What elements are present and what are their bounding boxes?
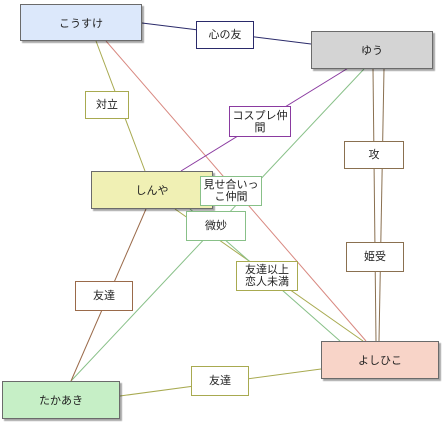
- node-label-shinya: しんや: [135, 184, 169, 197]
- relation-label-shinya-yoshihiko: 友達以上 恋人未満: [236, 261, 298, 291]
- relation-label-yoshihiko-shinya: 微妙: [186, 211, 246, 241]
- relation-label-kousuke-shinya: 対立: [85, 91, 129, 119]
- relation-label-shinya-takaaki: 友達: [75, 281, 133, 311]
- node-label-takaaki: たかあき: [39, 394, 83, 407]
- node-kousuke[interactable]: こうすけ: [20, 4, 142, 41]
- node-label-kousuke: こうすけ: [59, 16, 103, 30]
- relation-label-yuu-takaaki: 見せ合いっ こ仲間: [200, 176, 262, 206]
- relation-label-yuu-shinya: コスプレ仲 間: [229, 106, 291, 137]
- node-label-yuu: ゆう: [361, 44, 383, 57]
- node-yoshihiko[interactable]: よしひこ: [321, 341, 439, 379]
- relation-label-kousuke-yuu: 心の友: [196, 21, 254, 49]
- node-yuu[interactable]: ゆう: [311, 31, 433, 69]
- node-takaaki[interactable]: たかあき: [2, 381, 120, 419]
- edge-yoshihiko-yuu: [378, 68, 385, 342]
- relation-label-yoshihiko-yuu: 姫受: [346, 242, 404, 272]
- edge-yuu-yoshihiko: [372, 68, 377, 342]
- relation-label-yuu-yoshihiko: 攻: [344, 141, 404, 169]
- node-label-yoshihiko: よしひこ: [358, 354, 402, 367]
- relation-label-takaaki-yoshihiko: 友達: [191, 366, 249, 396]
- node-shinya[interactable]: しんや: [91, 171, 213, 209]
